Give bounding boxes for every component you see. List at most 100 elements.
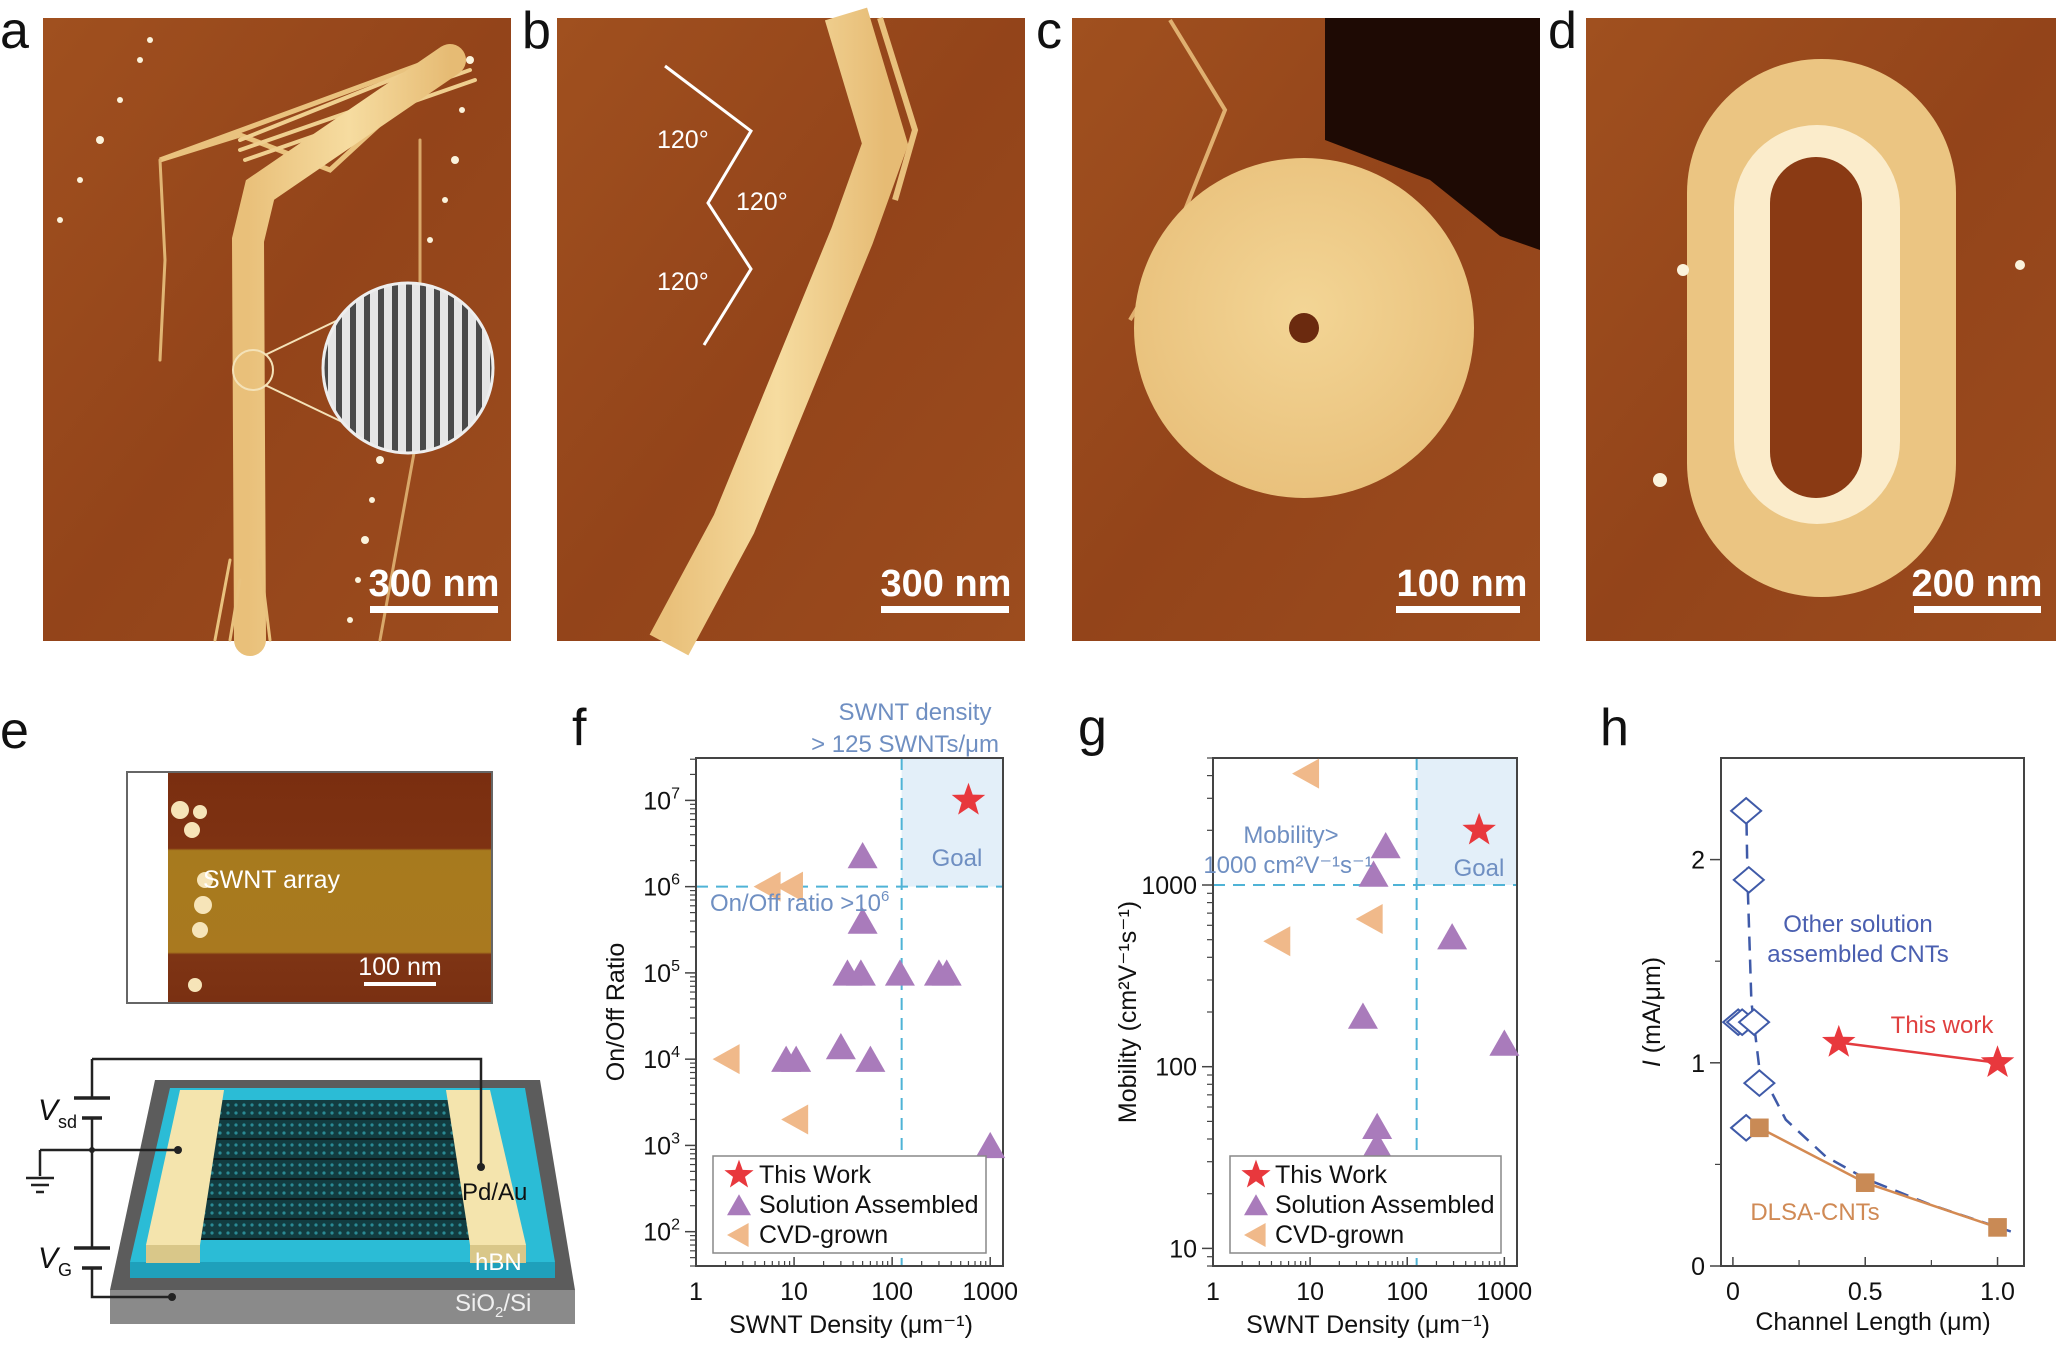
zoom-region-circle (232, 349, 274, 391)
x-tick-label: 0.5 (1848, 1278, 1883, 1306)
panel-label-d: d (1548, 2, 1577, 60)
goal-region (1416, 758, 1517, 885)
triangle-marker (975, 1131, 1006, 1159)
ground-icon (26, 1176, 54, 1194)
left-triangle-marker (712, 1044, 740, 1075)
panel-label-f: f (572, 699, 587, 757)
x-axis-title: SWNT Density (μm⁻¹) (1246, 1311, 1490, 1339)
this-work-annotation: This work (1891, 1012, 1995, 1039)
panel-label-a: a (0, 2, 29, 60)
star-marker (1241, 1159, 1271, 1188)
legend-markers (724, 1159, 754, 1247)
x-tick-label: 100 (871, 1278, 913, 1306)
diamond-marker (1737, 1008, 1771, 1037)
triangle-marker (845, 959, 876, 986)
swnt-array-label: SWNT array (203, 866, 341, 894)
panel-label-c: c (1036, 2, 1062, 60)
x-tick-label: 1000 (962, 1278, 1018, 1306)
substrate-side (110, 1290, 575, 1324)
triangle-marker (847, 907, 878, 934)
triangle-marker (1358, 860, 1389, 887)
legend-box (712, 1155, 987, 1254)
y-tick-label: 102 (643, 1217, 680, 1247)
plot-frame (1720, 757, 2025, 1267)
panel-label-g: g (1078, 699, 1107, 757)
legend-label: Solution Assembled (1275, 1191, 1495, 1219)
panel-label-e: e (0, 702, 29, 760)
angle-label-2: 120° (736, 188, 788, 216)
left-triangle-marker (781, 1104, 809, 1135)
panel-c: c 100 nm (1036, 2, 1540, 641)
y-tick-label: 107 (643, 785, 680, 815)
dlsa-annotation: DLSA-CNTs (1750, 1199, 1879, 1226)
star-marker (724, 1159, 754, 1188)
y-tick-label: 2 (1691, 847, 1705, 875)
left-triangle-marker (753, 871, 781, 902)
goal-region (901, 758, 1003, 887)
angle-label-3: 120° (657, 268, 709, 296)
y-tick-label: 103 (643, 1130, 680, 1160)
afm-particle (1677, 264, 1689, 276)
x-threshold-annotation-line2: > 125 SWNTs/μm (811, 731, 999, 758)
series-solution-assembled (1347, 831, 1520, 1158)
afm-particle (1653, 473, 1667, 487)
x-tick-label: 0 (1726, 1278, 1740, 1306)
scale-bar-e (364, 982, 436, 986)
device-schematic: Vsd VG Pd/Au hBN SiO2/Si (26, 1057, 575, 1324)
left-triangle-marker (1292, 758, 1320, 789)
star-marker (1462, 812, 1496, 845)
triangle-marker (855, 1045, 886, 1072)
panel-label-b: b (522, 2, 551, 60)
square-marker (1988, 1218, 2007, 1237)
triangle-marker (1347, 1002, 1378, 1029)
legend-label: CVD-grown (759, 1221, 888, 1249)
x-threshold-annotation-line1: SWNT density (839, 699, 992, 726)
legend: This Work Solution Assembled CVD-grown (712, 1155, 987, 1254)
afm-disk-hole (1289, 313, 1319, 343)
legend-markers (1241, 1159, 1271, 1247)
left-triangle-marker (775, 871, 803, 902)
angle-zigzag-guide (664, 64, 753, 346)
scale-bar-c (1396, 606, 1520, 613)
contact-label: Pd/Au (462, 1179, 527, 1206)
x-axis-title: SWNT Density (μm⁻¹) (729, 1311, 973, 1339)
scale-bar-b (881, 606, 1009, 613)
series-this-work (1822, 1024, 2015, 1077)
y-tick-label: 0 (1691, 1253, 1705, 1281)
vsd-label: Vsd (38, 1094, 77, 1132)
triangle-marker (931, 959, 962, 986)
y-tick-label: 100 (1155, 1054, 1197, 1082)
triangle-marker (1437, 923, 1468, 950)
panel-e: e SWNT array 100 nm (0, 702, 575, 1324)
left-contact-side (146, 1245, 200, 1263)
battery-vsd-icon (74, 1096, 110, 1120)
diamond-marker (1742, 1069, 1776, 1098)
scale-bar-a (370, 606, 498, 613)
left-triangle-marker (1263, 926, 1291, 957)
legend-box (1229, 1155, 1502, 1254)
x-tick-label: 1 (1206, 1278, 1220, 1306)
y-tick-label: 1000 (1141, 872, 1197, 900)
angle-label-1: 120° (657, 126, 709, 154)
scale-bar-label-d: 200 nm (1912, 563, 2043, 605)
diamond-marker (1732, 865, 1766, 894)
series-cvd-grown (712, 871, 809, 1135)
other-cnts-annotation-line1: Other solution (1783, 911, 1932, 938)
substrate-label: SiO2/Si (455, 1290, 531, 1321)
legend-label: CVD-grown (1275, 1221, 1404, 1249)
y-tick-label: 106 (643, 872, 680, 902)
right-contact (446, 1090, 526, 1245)
hbn-label: hBN (475, 1249, 522, 1276)
panel-d: d 200 nm (1548, 2, 2056, 641)
star-marker (951, 782, 986, 815)
afm-particles-a (57, 37, 474, 623)
left-triangle-marker (727, 1223, 749, 1247)
panel-label-h: h (1600, 699, 1629, 757)
legend: This Work Solution Assembled CVD-grown (1229, 1155, 1502, 1254)
square-marker (1855, 1173, 1875, 1192)
